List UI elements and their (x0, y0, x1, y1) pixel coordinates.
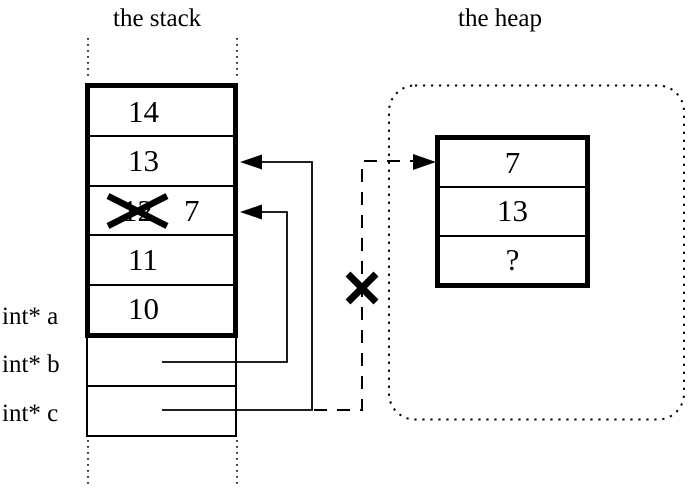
replacement-new-value: 7 (184, 192, 200, 228)
crossed-out-old-value: 12 (122, 192, 153, 228)
heap-cell-unknown: ? (440, 237, 585, 283)
pointer-b-arrowhead-icon (240, 204, 262, 220)
pointer-label-b: int* b (2, 351, 60, 378)
dangling-pointer-dashed-line (314, 160, 414, 411)
heap-block-box: 7 13 ? (435, 135, 590, 288)
pointer-label-c: int* c (2, 400, 59, 427)
heap-cell-7: 7 (440, 140, 585, 189)
heap-title: the heap (458, 5, 542, 32)
pointer-label-a: int* a (2, 303, 59, 330)
stack-cell-14: 14 (90, 88, 233, 138)
dangling-pointer-x-icon (345, 271, 379, 305)
heap-cell-value: 7 (504, 145, 521, 181)
pointer-c-cell (88, 387, 235, 435)
heap-cell-13: 13 (440, 188, 585, 237)
stack-cell-10: 10 (90, 286, 233, 333)
stack-cell-crossed-out: 12 7 (90, 187, 233, 237)
stack-cell-value: 14 (128, 93, 159, 129)
dangling-pointer-arrowhead-icon (413, 154, 436, 170)
pointer-b-cell (88, 337, 235, 387)
pointer-c-arrowhead-icon (240, 154, 262, 170)
stack-cell-11: 11 (90, 236, 233, 286)
dangling-pointer-dashed-connector (314, 154, 436, 411)
stack-title: the stack (113, 5, 202, 32)
stack-frame-box: 14 13 12 7 11 10 (85, 83, 238, 338)
stack-cell-value: 13 (128, 143, 159, 179)
stack-pointer-cells (86, 337, 237, 437)
stack-cell-value: 10 (128, 291, 159, 327)
stack-cell-13: 13 (90, 137, 233, 187)
heap-cell-value: 13 (497, 193, 528, 229)
heap-cell-value: ? (505, 241, 520, 277)
stack-cell-value: 11 (128, 241, 158, 277)
